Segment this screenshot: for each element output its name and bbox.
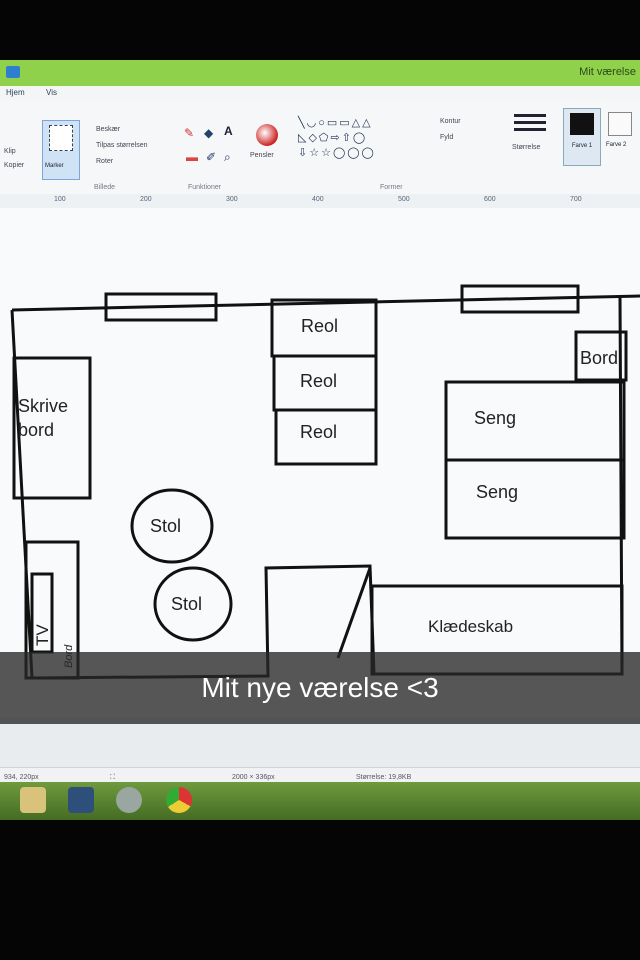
screen: Mit værelse Hjem Vis Klip Kopier Marker …	[0, 60, 640, 820]
desk-label-line1: Skrive	[18, 396, 68, 416]
snap-caption: Mit nye værelse <3	[0, 652, 640, 724]
caption-text: Mit nye værelse <3	[201, 672, 439, 703]
color1-button[interactable]: Farve 1	[563, 108, 601, 166]
bed-1	[444, 380, 626, 462]
file-explorer-icon[interactable]	[20, 787, 46, 813]
ruler-tick: 700	[570, 196, 582, 203]
table-label: Bord	[580, 348, 618, 368]
magnifier-icon[interactable]: ⌕	[224, 150, 231, 164]
text-tool-icon[interactable]: A	[224, 124, 233, 138]
menu-bar: Hjem Vis	[0, 86, 640, 100]
paint-app-icon[interactable]	[6, 66, 20, 78]
ruler-tick: 300	[226, 196, 238, 203]
crop-button[interactable]: Beskær	[96, 126, 121, 133]
tab-view[interactable]: Vis	[46, 88, 57, 97]
ruler-tick: 200	[140, 196, 152, 203]
fill-button[interactable]: Fyld	[440, 134, 454, 141]
brush-icon	[256, 124, 278, 146]
ruler-tick: 100	[54, 196, 66, 203]
image-dimensions: 2000 × 336px	[232, 774, 275, 781]
fill-icon[interactable]: ◆	[204, 126, 214, 140]
tools-group-label: Funktioner	[188, 184, 222, 191]
image-group-label: Billede	[94, 184, 116, 191]
door-swing	[336, 567, 372, 659]
brushes-label: Pensler	[250, 152, 274, 159]
floorplan-drawing: Reol Reol Reol Bord Seng Seng Skrive bor…	[10, 284, 640, 680]
cursor-position: 934, 220px	[4, 774, 39, 781]
brushes-button[interactable]: Pensler	[250, 120, 284, 172]
paint-taskbar-icon[interactable]	[116, 787, 142, 813]
size-lines-icon[interactable]	[514, 114, 546, 140]
outline-button[interactable]: Kontur	[440, 118, 461, 125]
computer-icon[interactable]	[68, 787, 94, 813]
table	[574, 330, 628, 382]
window-right	[460, 284, 580, 314]
ruler-tick: 500	[398, 196, 410, 203]
chair-label: Stol	[150, 516, 181, 536]
eraser-icon[interactable]: ▬	[186, 150, 198, 164]
selection-icon: ⛶	[110, 774, 115, 781]
size-label: Størrelse	[512, 144, 541, 151]
marker-label: Marker	[45, 163, 64, 169]
title-bar: Mit værelse	[0, 60, 640, 86]
chair-2	[153, 566, 233, 642]
tv-label: TV	[33, 624, 52, 646]
color1-label: Farve 1	[571, 143, 593, 149]
color2-button[interactable]: Farve 2	[604, 108, 634, 164]
bed-label: Seng	[474, 408, 516, 428]
bed-label: Seng	[476, 482, 518, 502]
window-left	[104, 292, 218, 322]
chair-1	[130, 488, 214, 564]
color2-swatch	[608, 112, 632, 136]
shapes-gallery[interactable]: ╲◡○▭▭△△◺◇⬠⇨⇧◯⇩☆☆◯◯◯	[298, 117, 376, 159]
horizontal-ruler: 100 200 300 400 500 600 700	[0, 194, 640, 209]
desk-label-line2: bord	[18, 420, 54, 440]
ribbon: Klip Kopier Marker Beskær Tilpas størrel…	[0, 100, 640, 195]
shelf-label: Reol	[300, 371, 337, 391]
drawing-canvas[interactable]: Reol Reol Reol Bord Seng Seng Skrive bor…	[0, 208, 640, 718]
pencil-icon[interactable]: ✎	[184, 126, 195, 140]
shelf-3	[274, 408, 378, 466]
shelf-label: Reol	[301, 316, 338, 336]
chair-label: Stol	[171, 594, 202, 614]
window-title: Mit værelse	[579, 66, 636, 78]
marker-button[interactable]: Marker	[42, 120, 80, 180]
file-size: Størrelse: 19,8KB	[356, 774, 412, 781]
desk	[12, 356, 92, 500]
top-wall	[11, 294, 640, 312]
bed-2	[444, 458, 626, 540]
tab-home[interactable]: Hjem	[6, 88, 25, 97]
ruler-tick: 600	[484, 196, 496, 203]
shapes-group-label: Former	[380, 184, 403, 191]
ruler-tick: 400	[312, 196, 324, 203]
shelf-label: Reol	[300, 422, 337, 442]
wardrobe-label: Klædeskab	[428, 617, 513, 636]
resize-button[interactable]: Tilpas størrelsen	[96, 142, 148, 149]
cut-button[interactable]: Klip	[4, 148, 16, 155]
copy-button[interactable]: Kopier	[4, 162, 25, 169]
rotate-button[interactable]: Roter	[96, 158, 114, 165]
chrome-icon[interactable]	[166, 787, 192, 813]
color2-label: Farve 2	[606, 142, 627, 148]
color1-swatch	[570, 113, 594, 135]
taskbar	[0, 782, 640, 820]
select-icon	[49, 125, 73, 151]
color-picker-icon[interactable]: ✐	[206, 150, 217, 164]
